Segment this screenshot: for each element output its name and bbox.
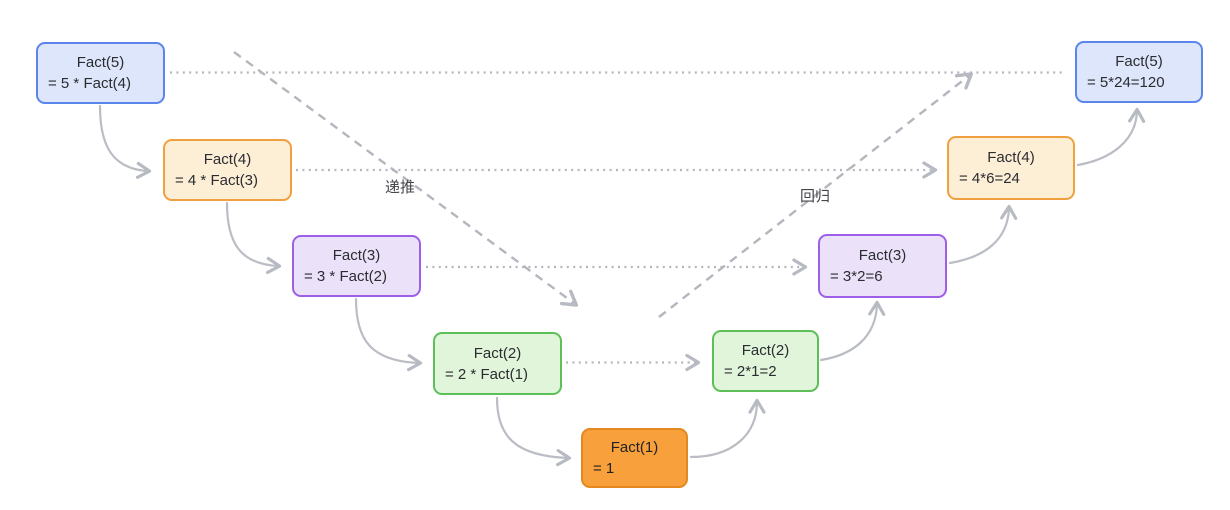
arrow-call2-to-base1 — [495, 396, 572, 467]
node-return-fact3: Fact(3) = 3*2=6 — [818, 234, 947, 298]
node-title: Fact(3) — [858, 247, 907, 264]
node-formula: = 2*1=2 — [724, 363, 777, 380]
arrow-return2-to-return3 — [819, 300, 886, 362]
node-title: Fact(4) — [203, 151, 252, 168]
node-formula: = 1 — [593, 460, 615, 477]
node-formula: = 5*24=120 — [1087, 74, 1165, 91]
node-title: Fact(5) — [1115, 53, 1163, 70]
node-call-fact3: Fact(3) = 3 * Fact(2) — [292, 235, 421, 297]
node-formula: = 4 * Fact(3) — [175, 172, 258, 189]
node-formula: = 3*2=6 — [830, 268, 883, 285]
node-return-fact2: Fact(2) = 2*1=2 — [712, 330, 819, 392]
arrow-return4-to-return5 — [1076, 107, 1146, 167]
node-title: Fact(2) — [473, 344, 522, 362]
node-return-fact5: Fact(5) = 5*24=120 — [1075, 41, 1203, 103]
node-formula: = 5 * Fact(4) — [48, 75, 131, 92]
node-title: Fact(4) — [987, 149, 1035, 166]
node-title: Fact(5) — [76, 54, 125, 71]
phase-label-return: 回归 — [800, 188, 831, 205]
node-formula: = 3 * Fact(2) — [304, 268, 387, 285]
dashed-arrow-return — [658, 72, 974, 318]
node-call-fact5: Fact(5) = 5 * Fact(4) — [36, 42, 165, 104]
phase-label-recurse: 递推 — [385, 179, 416, 196]
arrow-call3-to-call2 — [354, 297, 423, 372]
arrow-call4-to-call3 — [225, 201, 282, 275]
node-formula: = 4*6=24 — [959, 170, 1020, 187]
node-title: Fact(2) — [741, 342, 790, 359]
node-title: Fact(3) — [332, 247, 381, 264]
arrow-base1-to-return2 — [689, 398, 766, 459]
node-call-fact2: Fact(2) = 2 * Fact(1) — [433, 332, 562, 395]
dashed-arrow-recurse — [233, 51, 579, 307]
node-formula: = 2 * Fact(1) — [445, 365, 528, 383]
arrow-return3-to-return4 — [948, 204, 1018, 265]
node-base-fact1: Fact(1) = 1 — [581, 428, 688, 488]
node-title: Fact(1) — [610, 439, 659, 456]
node-call-fact4: Fact(4) = 4 * Fact(3) — [163, 139, 292, 201]
node-return-fact4: Fact(4) = 4*6=24 — [947, 136, 1075, 200]
arrow-call5-to-call4 — [98, 104, 152, 179]
